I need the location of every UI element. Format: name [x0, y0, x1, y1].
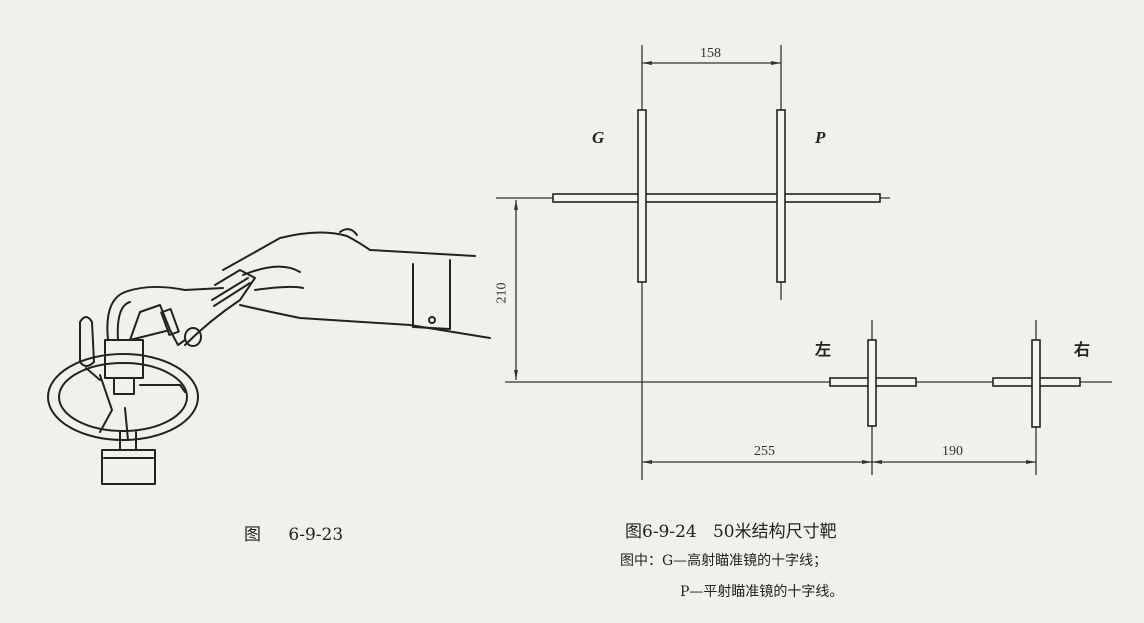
g-p-horizontal-bar — [552, 193, 881, 203]
dimension-158: 158 — [700, 46, 721, 61]
right-cross-vertical — [1031, 339, 1041, 428]
figure-note-g: 图中：G—高射瞄准镜的十字线； — [620, 553, 828, 569]
figure-note-p: P—平射瞄准镜的十字线。 — [680, 584, 844, 600]
dimension-190: 190 — [942, 444, 963, 459]
hand-adjusting-instrument-illustration — [47, 228, 491, 485]
label-p: P — [815, 128, 826, 147]
label-right: 右 — [1074, 340, 1091, 359]
dimension-255: 255 — [754, 444, 775, 459]
label-g: G — [592, 128, 605, 147]
p-cross-vertical — [776, 109, 786, 283]
dimension-210: 210 — [494, 282, 510, 304]
figure-caption-prefix: 图 — [244, 525, 261, 545]
left-cross-vertical — [867, 339, 877, 427]
figure-caption-number: 6-9-23 — [288, 525, 344, 545]
label-left: 左 — [815, 340, 832, 359]
figure-caption: 图6-9-24 50米结构尺寸靶 — [625, 522, 837, 542]
g-cross-vertical — [637, 109, 647, 283]
